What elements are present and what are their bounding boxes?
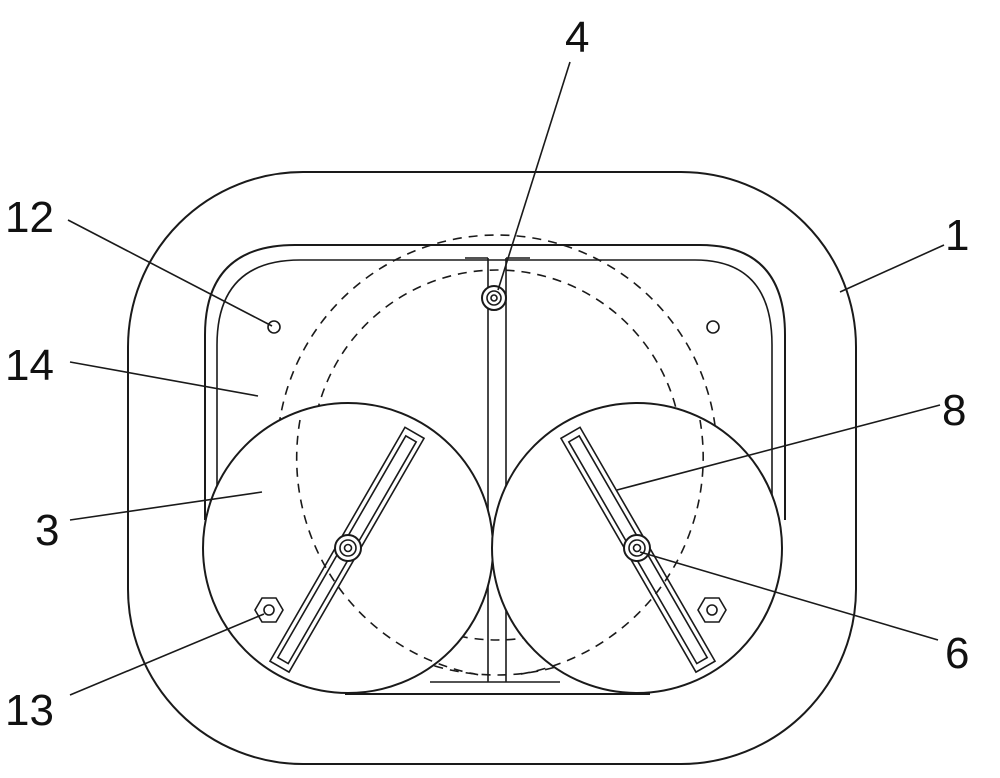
callout-1: 1	[945, 211, 969, 260]
callout-6: 6	[945, 629, 969, 678]
leader-4	[497, 61, 571, 291]
inner-frame-outer	[204, 244, 786, 520]
leader-13	[69, 613, 265, 696]
callout-12: 12	[5, 193, 54, 242]
outer-housing	[127, 171, 857, 765]
right-center-bolt	[623, 534, 651, 562]
callout-13: 13	[5, 686, 54, 735]
callout-8: 8	[942, 386, 966, 435]
nut-left	[254, 597, 284, 623]
callout-3: 3	[35, 506, 59, 555]
hole-right	[706, 320, 720, 334]
leader-14	[69, 361, 259, 397]
leader-6	[639, 551, 939, 641]
hidden-arc-left	[295, 419, 481, 676]
left-center-bolt	[334, 534, 362, 562]
leader-12	[67, 219, 273, 327]
hidden-arc-right	[514, 419, 704, 676]
top-pivot	[481, 285, 507, 311]
leader-1	[839, 244, 945, 293]
leader-3	[69, 491, 263, 521]
callout-14: 14	[5, 341, 54, 390]
nut-right	[697, 597, 727, 623]
inner-frame-inner	[216, 259, 773, 500]
leader-8	[616, 404, 941, 491]
callout-4: 4	[565, 13, 589, 62]
hole-left	[267, 320, 281, 334]
